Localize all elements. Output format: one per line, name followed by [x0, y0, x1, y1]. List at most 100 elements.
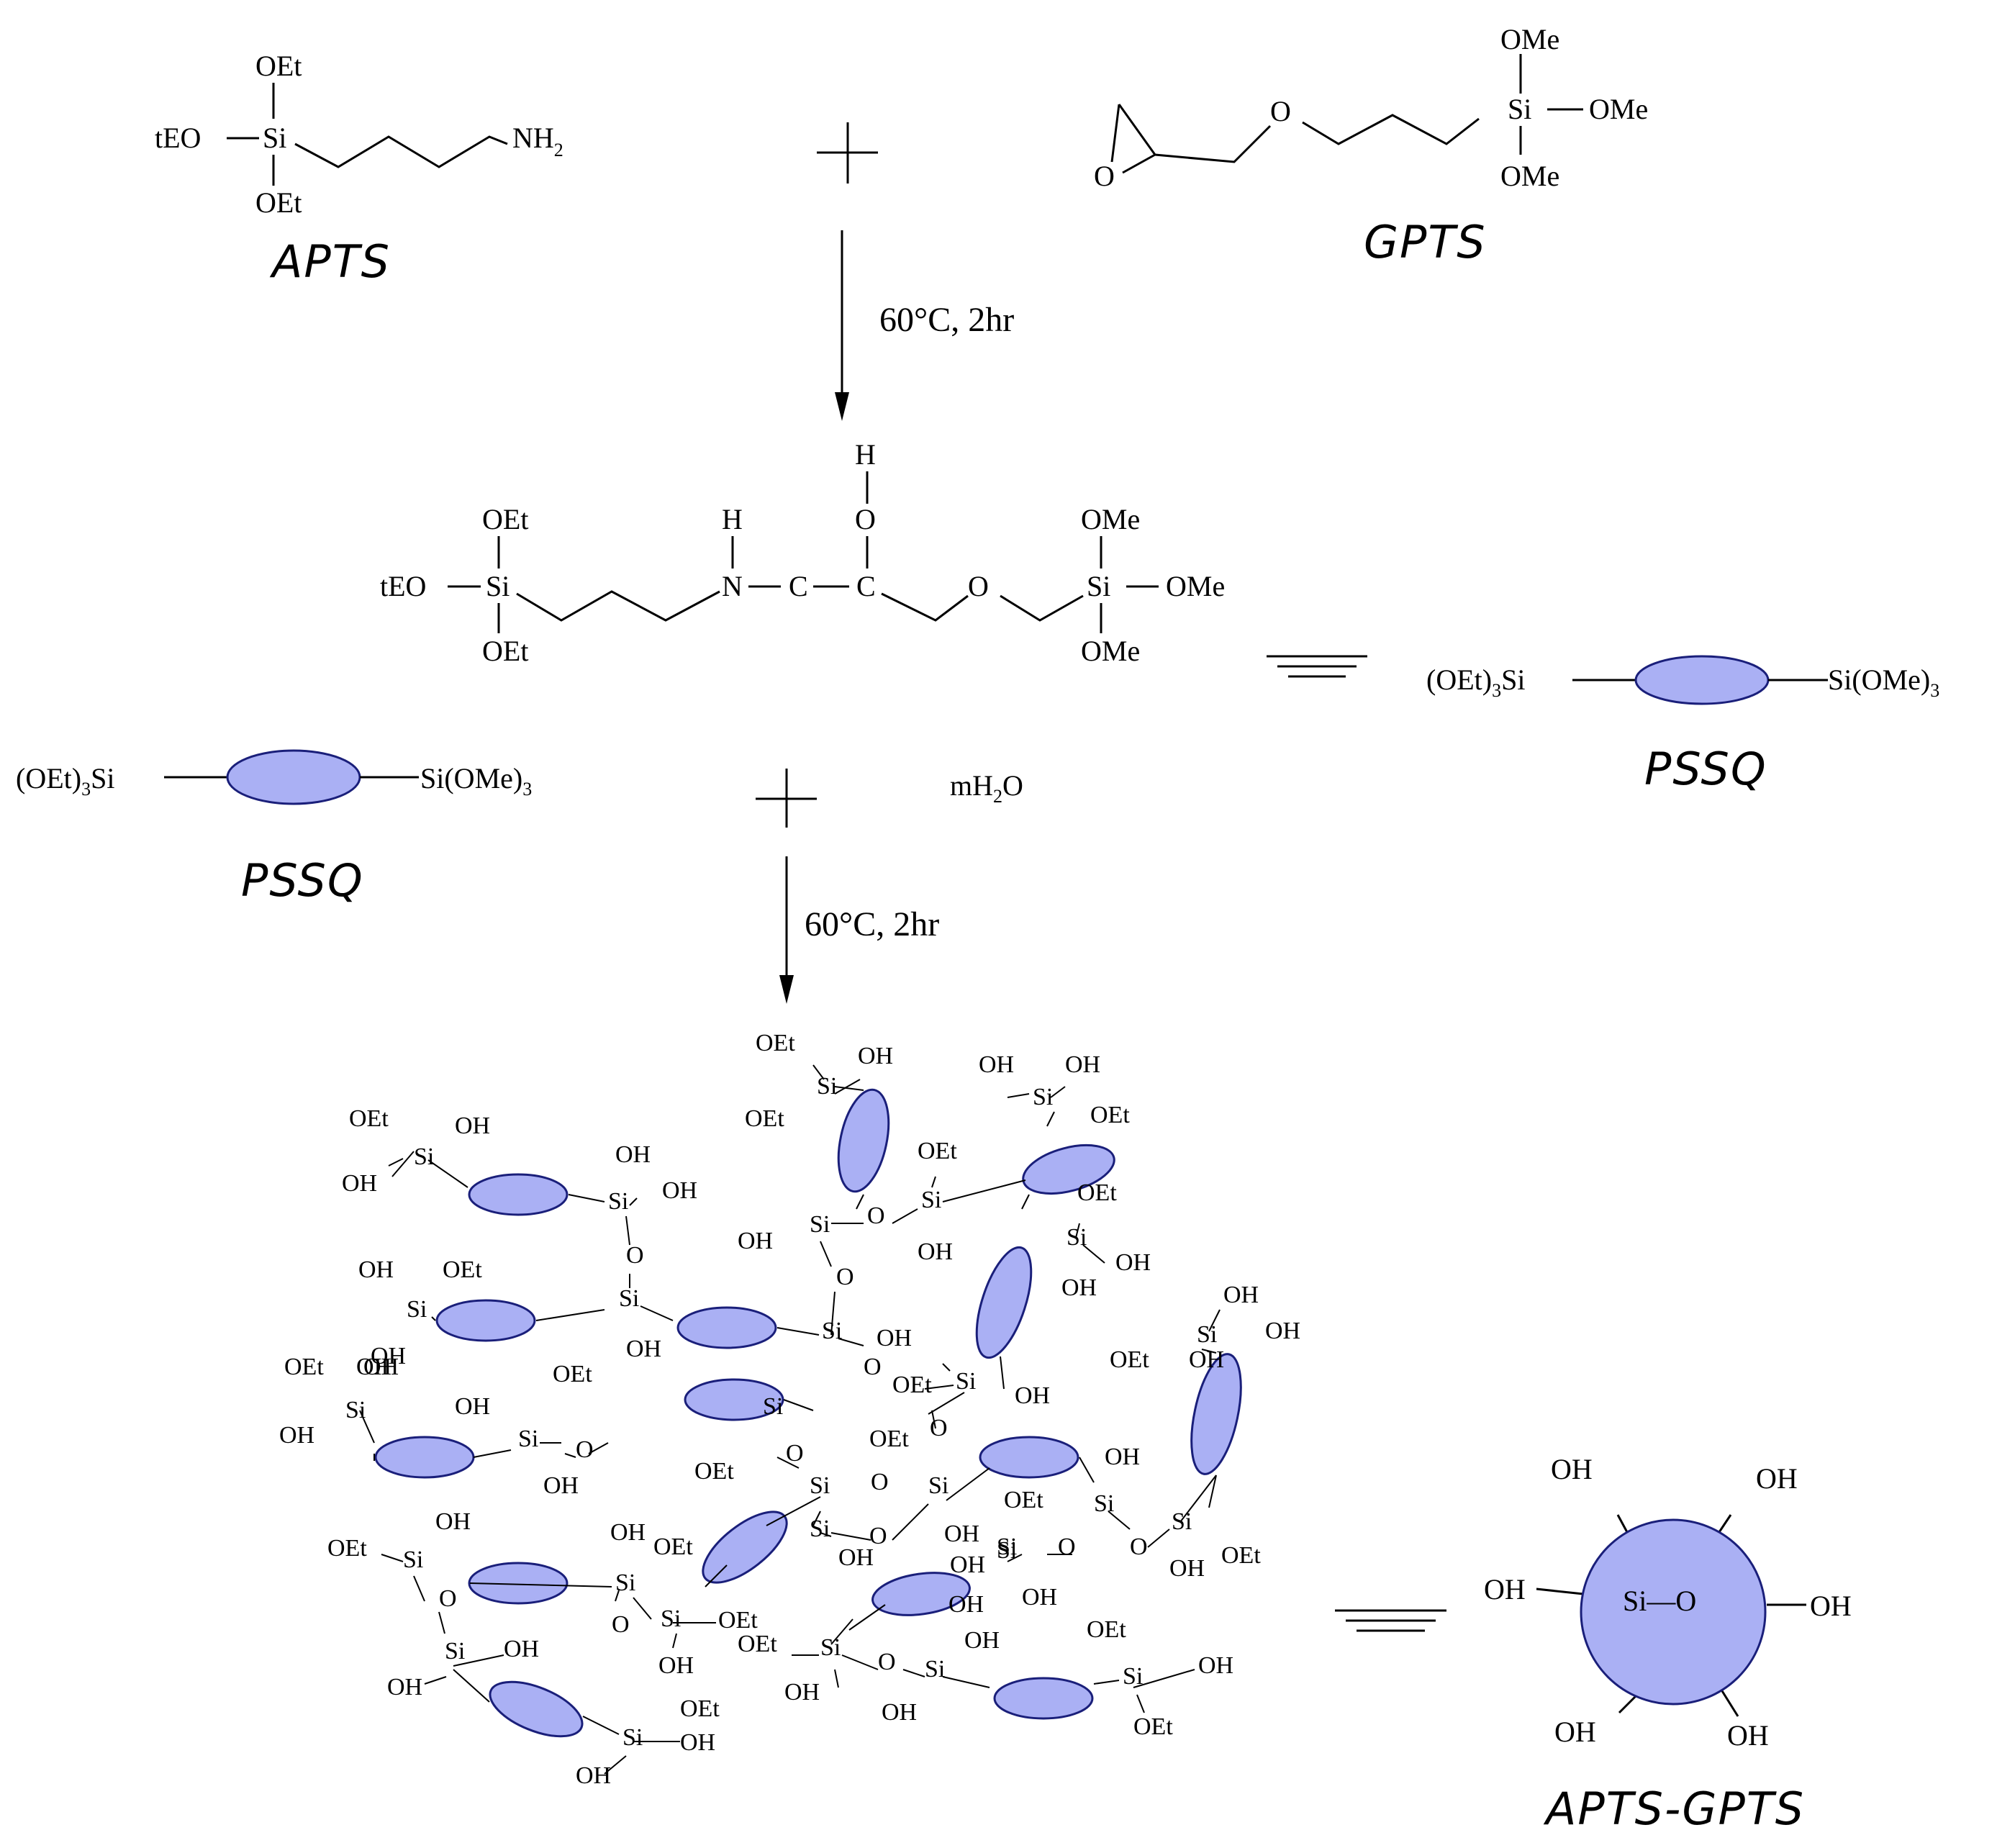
o-label: O [836, 1264, 854, 1290]
oet-label: OEt [284, 1354, 324, 1380]
bond-line [812, 1510, 821, 1526]
si-label: Si [608, 1188, 628, 1215]
particle-oh-2: OH [1756, 1462, 1798, 1495]
gpts-name: GPTS [1364, 216, 1487, 268]
bond-line [1093, 1680, 1120, 1685]
adduct-si-right: Si [1087, 570, 1110, 602]
pssq-ellipse [1190, 1353, 1242, 1475]
pssq-ellipse [993, 1677, 1094, 1720]
equivalence-sign-1 [1267, 655, 1367, 678]
bond-line [830, 1618, 853, 1645]
oh-label: OH [455, 1393, 490, 1420]
svg-text:(OEt)3Si: (OEt)3Si [16, 762, 114, 800]
apts-structure: OEt tEO Si OEt NH2 APTS [155, 50, 563, 288]
si-label: Si [445, 1638, 465, 1664]
si-label: Si [661, 1605, 681, 1632]
oet-label: OEt [1090, 1102, 1130, 1128]
pssq-ellipse [374, 1436, 475, 1479]
si-label: Si [407, 1296, 427, 1323]
oh-label: OH [1022, 1584, 1057, 1611]
o-label: O [439, 1585, 457, 1612]
si-label: Si [345, 1397, 366, 1423]
bond-line [820, 1241, 832, 1267]
si-label: Si [997, 1537, 1017, 1564]
oh-label: OH [610, 1519, 646, 1546]
oet-label: OEt [869, 1426, 909, 1452]
adduct-oet-top: OEt [482, 503, 528, 535]
oh-label: OH [576, 1762, 611, 1789]
water-o: O [1002, 769, 1023, 802]
pssq-ellipse [468, 1173, 569, 1216]
bond-line [438, 1611, 445, 1634]
o-label: O [864, 1354, 882, 1380]
bond-line [672, 1633, 677, 1649]
si-label: Si [925, 1656, 945, 1682]
bond-line [1082, 1244, 1105, 1264]
oh-label: OH [387, 1674, 422, 1700]
pssq-ellipse [702, 1510, 788, 1584]
si-label: Si [928, 1472, 948, 1499]
si-label: Si [1197, 1321, 1217, 1348]
bond-line [1007, 1554, 1023, 1562]
pssq-right-si-left: Si [1501, 663, 1525, 696]
bond-line [381, 1554, 404, 1562]
pssq-left-ome: Si(OMe) [420, 762, 522, 794]
step1-condition: 60°C, 2hr [879, 301, 1014, 339]
bond-line [413, 1575, 425, 1602]
bond-line [830, 1291, 836, 1336]
bond-line [1136, 1694, 1145, 1713]
reaction-arrow-2: 60°C, 2hr [779, 856, 939, 1004]
oet-label: OEt [680, 1695, 720, 1722]
bond-line [1208, 1475, 1217, 1508]
si-label: Si [997, 1534, 1017, 1560]
bond-line [1050, 1086, 1066, 1098]
oet-label: OEt [1110, 1346, 1149, 1373]
pssq-right-oet-sub: 3 [1492, 680, 1501, 701]
adduct-o-ether: O [968, 570, 989, 602]
si-label: Si [1067, 1224, 1087, 1251]
bond-line [942, 1363, 951, 1372]
si-label: Si [1172, 1508, 1192, 1535]
svg-text:NH2: NH2 [512, 122, 563, 160]
bond-line [469, 1582, 612, 1587]
oet-label: OEt [718, 1607, 758, 1634]
oh-label: OH [784, 1679, 820, 1706]
pssq-left-oet: (OEt) [16, 762, 81, 794]
bond-line [1133, 1669, 1195, 1688]
bond-line [615, 1590, 620, 1602]
pssq-ellipse [435, 1299, 536, 1342]
oh-label: OH [1061, 1274, 1097, 1301]
oh-label: OH [979, 1051, 1014, 1078]
gpts-epoxide-o: O [1094, 160, 1115, 192]
bond-line [424, 1676, 447, 1685]
apts-nh-sub: 2 [554, 140, 563, 160]
bond-line [902, 1669, 925, 1677]
step2-condition: 60°C, 2hr [805, 905, 939, 943]
si-label: Si [763, 1393, 783, 1420]
si-label: Si [820, 1634, 841, 1661]
o-label: O [1130, 1534, 1148, 1560]
si-label: Si [403, 1546, 423, 1573]
water-mh: mH [950, 769, 993, 802]
gpts-ome-top: OMe [1500, 23, 1559, 55]
o-label: O [786, 1440, 804, 1467]
oet-label: OEt [745, 1105, 784, 1132]
bond-line [625, 1215, 630, 1246]
adduct-structure: OEt tEO Si OEt H N C C O H O Si OMe OMe … [380, 438, 1939, 795]
bond-line [928, 1392, 965, 1415]
apts-teo: tEO [155, 122, 201, 154]
bond-line [776, 1327, 820, 1336]
o-label: O [869, 1523, 887, 1549]
bond-line [582, 1716, 620, 1735]
oh-label: OH [504, 1636, 539, 1662]
bond-line [820, 1532, 832, 1537]
bond-line [473, 1449, 512, 1458]
equivalence-sign-2 [1335, 1609, 1446, 1632]
adduct-teo: tEO [380, 570, 426, 602]
particle-oh-3: OH [1484, 1573, 1526, 1605]
oet-label: OEt [918, 1138, 957, 1164]
pssq-ellipse [1022, 1143, 1115, 1195]
pssq-ellipse-left [226, 749, 361, 805]
pssq-ellipse [975, 1246, 1033, 1359]
svg-text:(OEt)3Si: (OEt)3Si [1426, 663, 1525, 701]
